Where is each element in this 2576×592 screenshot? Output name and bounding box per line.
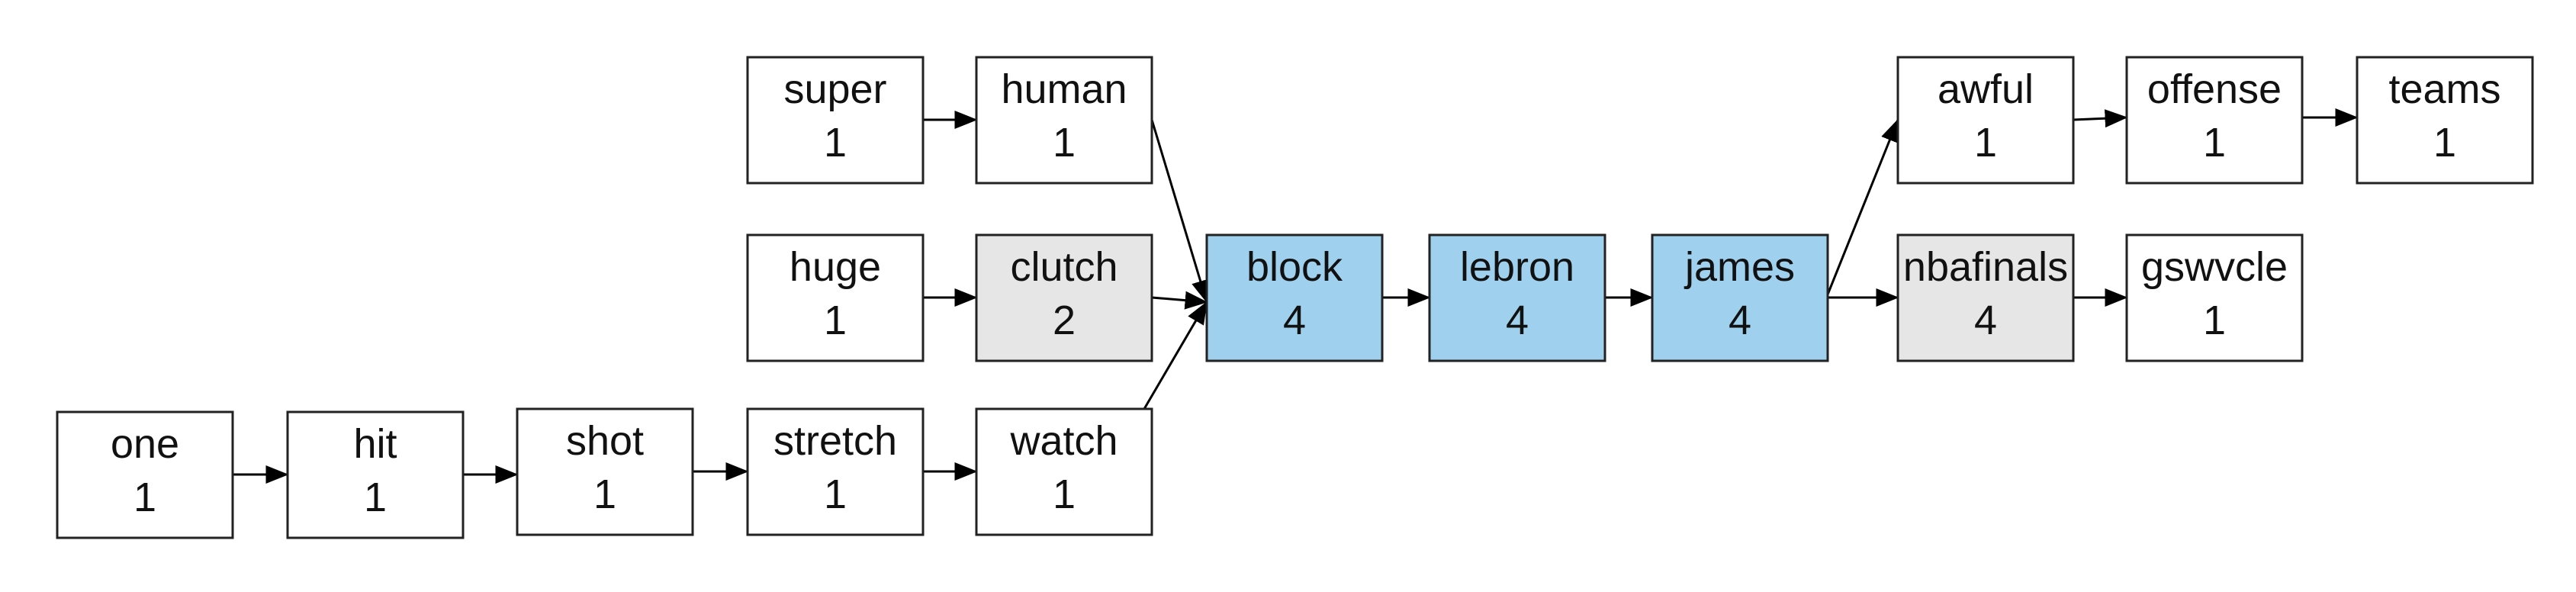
node-box: [2125, 56, 2304, 185]
node-box: [1205, 233, 1384, 362]
node-box: [56, 410, 234, 539]
node-gswvcle: gswvcle 1: [2125, 233, 2304, 362]
node-word: block: [1246, 244, 1343, 290]
node-count: 4: [1283, 298, 1306, 343]
node-count: 1: [1053, 120, 1076, 166]
node-box: [2356, 56, 2534, 185]
node-nbafinals: nbafinals 4: [1896, 233, 2075, 362]
node-box: [1896, 233, 2075, 362]
node-count: 4: [1974, 298, 1997, 343]
node-count: 1: [1974, 120, 1997, 166]
node-hit: hit 1: [286, 410, 465, 539]
node-teams: teams 1: [2356, 56, 2534, 185]
edges-layer: [233, 108, 2359, 484]
node-lebron: lebron 4: [1428, 233, 1606, 362]
node-word: watch: [1009, 418, 1118, 464]
node-box: [1896, 56, 2075, 185]
node-huge: huge 1: [746, 233, 925, 362]
node-count: 4: [1506, 298, 1529, 343]
node-word: gswvcle: [2141, 244, 2288, 290]
node-count: 1: [1053, 471, 1076, 517]
node-count: 1: [593, 471, 616, 517]
node-box: [975, 233, 1153, 362]
node-word: james: [1684, 244, 1795, 290]
node-watch: watch 1: [975, 407, 1153, 536]
edge-watch-to-block: [1143, 301, 1208, 410]
node-count: 2: [1053, 298, 1076, 343]
node-word: lebron: [1460, 244, 1574, 290]
node-offense: offense 1: [2125, 56, 2304, 185]
node-count: 1: [824, 120, 847, 166]
node-count: 1: [2433, 120, 2456, 166]
node-word: awful: [1938, 66, 2034, 112]
node-count: 1: [824, 471, 847, 517]
node-block: block 4: [1205, 233, 1384, 362]
node-count: 4: [1729, 298, 1751, 343]
node-box: [1651, 233, 1829, 362]
node-human: human 1: [975, 56, 1153, 185]
edge-human-to-block: [1150, 119, 1210, 304]
node-word: one: [111, 421, 179, 467]
node-count: 1: [2203, 120, 2226, 166]
node-box: [1428, 233, 1606, 362]
node-box: [975, 56, 1153, 185]
node-box: [746, 407, 925, 536]
node-awful: awful 1: [1896, 56, 2075, 185]
node-clutch: clutch 2: [975, 233, 1153, 362]
node-word: hit: [353, 421, 397, 467]
node-word: huge: [790, 244, 881, 290]
node-box: [516, 407, 694, 536]
node-count: 1: [824, 298, 847, 343]
node-word: nbafinals: [1903, 244, 2068, 290]
node-one: one 1: [56, 410, 234, 539]
node-count: 1: [133, 475, 156, 520]
node-shot: shot 1: [516, 407, 694, 536]
edge-james-to-awful: [1826, 118, 1899, 295]
edge-clutch-to-block: [1151, 291, 1208, 310]
nodes-layer: super1human1huge1clutch2one1hit1shot1str…: [56, 56, 2534, 539]
edge-awful-to-offense: [2073, 109, 2128, 128]
node-box: [2125, 233, 2304, 362]
node-word: stretch: [773, 418, 897, 464]
node-word: super: [783, 66, 886, 112]
node-word: clutch: [1010, 244, 1118, 290]
node-word: teams: [2388, 66, 2500, 112]
node-word: human: [1001, 66, 1127, 112]
node-super: super 1: [746, 56, 925, 185]
node-count: 1: [2203, 298, 2226, 343]
node-box: [286, 410, 465, 539]
node-box: [746, 56, 925, 185]
node-box: [975, 407, 1153, 536]
node-word: offense: [2147, 66, 2282, 112]
node-count: 1: [364, 475, 387, 520]
node-box: [746, 233, 925, 362]
node-word: shot: [566, 418, 644, 464]
node-stretch: stretch 1: [746, 407, 925, 536]
node-james: james 4: [1651, 233, 1829, 362]
